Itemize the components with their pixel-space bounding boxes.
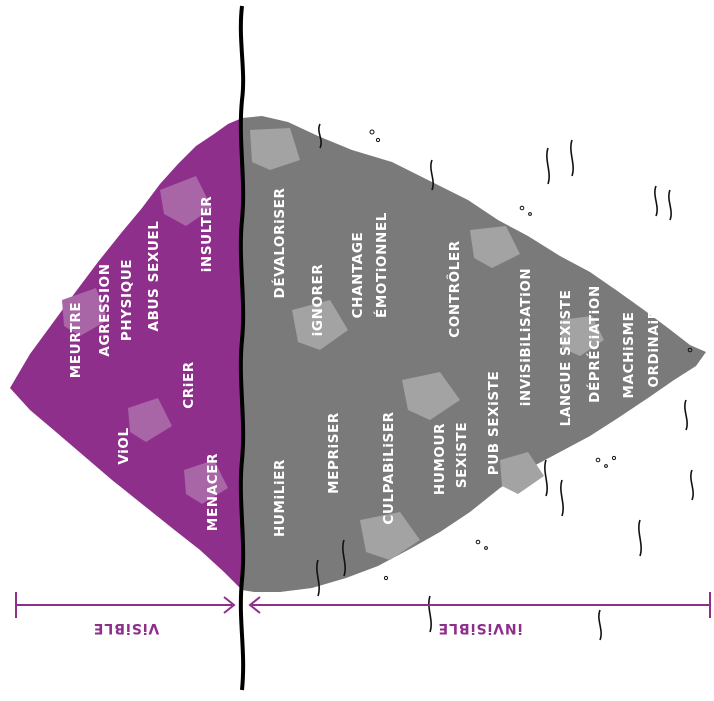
label-ignorer: iGNORER [310, 264, 326, 337]
label-invisibilisation: iNViSiBiLiSATiON [518, 268, 534, 407]
label-menacer: MENACER [205, 453, 221, 531]
label-ordinaire: ORDiNAiRE [646, 298, 662, 387]
label-sexiste: SEXiSTE [454, 422, 470, 488]
label-viol: ViOL [116, 427, 132, 464]
label-crier: CRiER [181, 361, 197, 409]
label-devaloriser: DÉVALORiSER [271, 188, 288, 299]
label-culpabiliser: CULPABiLiSER [381, 411, 397, 524]
label-chantage: CHANTAGE [350, 232, 366, 319]
scale-label-visible: ViSiBLE [93, 620, 159, 636]
label-humour: HUMOUR [432, 423, 448, 495]
scale-bar [16, 592, 710, 618]
label-mepriser: MEPRiSER [326, 412, 342, 494]
label-meurtre: MEURTRE [68, 302, 84, 378]
label-pub-sexiste: PUB SEXiSTE [486, 371, 502, 476]
label-abus-sexuel: ABUS SEXUEL [146, 221, 162, 332]
label-controler: CONTRÔLER [445, 240, 463, 337]
label-emotionnel: ÉMOTiONNEL [373, 212, 390, 318]
label-physique: PHYSIQUE [119, 259, 135, 341]
label-langue-sexiste: LANGUE SEXiSTE [558, 290, 574, 427]
label-humilier: HUMiLiER [272, 459, 288, 537]
label-machisme: MACHiSME [621, 312, 637, 399]
label-depreciation: DÉPRÉCiATiON [586, 285, 603, 403]
water-line [241, 6, 243, 690]
scale-label-invisible: iNViSiBLE [438, 620, 523, 636]
label-agression: AGRESSION [97, 263, 113, 356]
label-insulter: iNSULTER [199, 196, 215, 273]
